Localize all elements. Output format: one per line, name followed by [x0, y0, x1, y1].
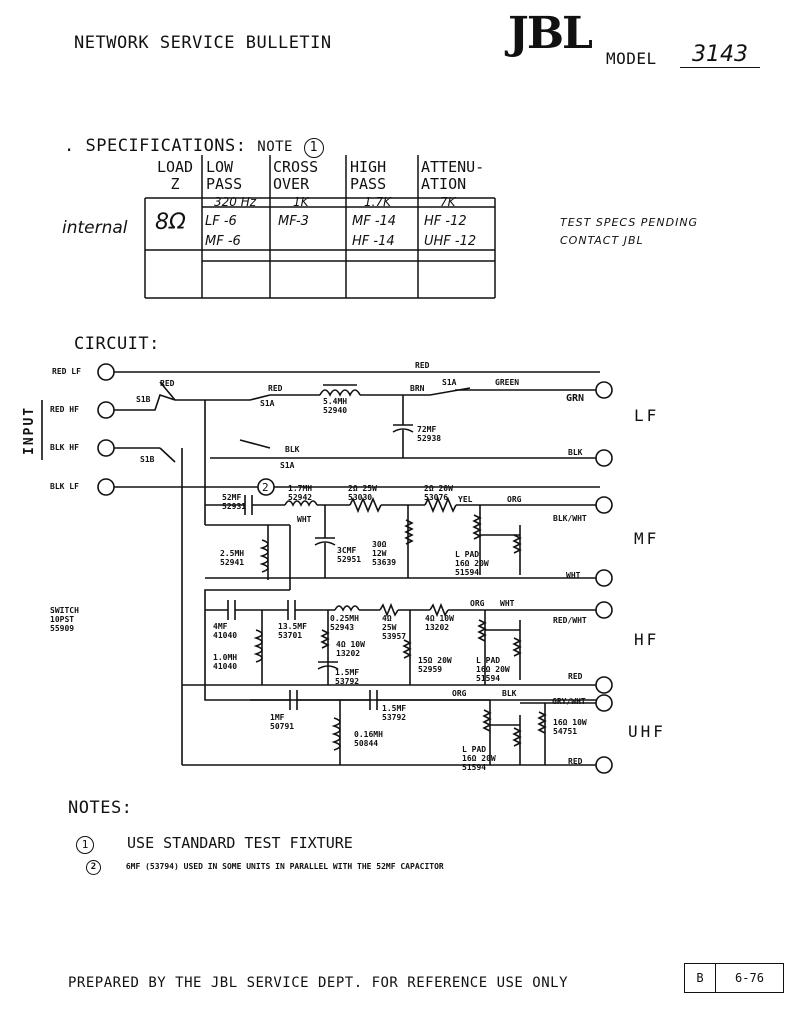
out-grn: GRN: [566, 393, 585, 404]
note-2: 2 6MF (53794) USED IN SOME UNITS IN PARA…: [86, 860, 444, 875]
note-2-text: 6MF (53794) USED IN SOME UNITS IN PARALL…: [125, 862, 444, 871]
band-mf: MF: [634, 529, 660, 548]
model-value: 3143: [680, 42, 760, 68]
specs-title-text: SPECIFICATIONS:: [85, 136, 247, 156]
switch-s1b-bottom: S1B: [140, 455, 155, 464]
switch-s1a-mid: S1A: [260, 399, 275, 408]
note-1-text: USE STANDARD TEST FIXTURE: [127, 834, 353, 852]
switch-s1a-lf: S1A: [442, 378, 457, 387]
out-red: RED: [568, 672, 583, 681]
wire-green: GREEN: [495, 378, 519, 387]
terminal-red-hf: RED HF: [50, 405, 79, 414]
col-attenuation: ATTENU-ATION: [421, 158, 485, 193]
note-1: 1 USE STANDARD TEST FIXTURE: [76, 834, 353, 854]
out-gry-wht: GRY/WHT: [552, 697, 586, 706]
row-label-internal: internal: [62, 218, 128, 238]
crossover-values: MF-3: [278, 214, 309, 229]
out-blk: BLK: [568, 448, 583, 457]
freq-high: 1.7K: [364, 195, 391, 209]
model-label: MODEL: [606, 49, 657, 68]
freq-low: 320 Hz: [214, 195, 257, 209]
wire-blk: BLK: [285, 445, 300, 454]
out-red-wht: RED/WHT: [553, 616, 587, 625]
wire-blk-uhf: BLK: [502, 689, 517, 698]
footer-box-right: 6-76: [735, 971, 764, 985]
freq-atten: 7K: [440, 195, 456, 209]
note-2-number: 2: [86, 860, 101, 875]
terminal-blk-hf: BLK HF: [50, 443, 79, 452]
band-hf: HF: [634, 630, 660, 649]
spec-table-grid: [144, 155, 496, 299]
out-wht: WHT: [566, 571, 581, 580]
notes-title: NOTES:: [68, 798, 133, 818]
note-1-number: 1: [76, 836, 94, 854]
freq-cross: 1K: [293, 195, 309, 209]
wire-red-lf: RED: [268, 384, 283, 393]
band-uhf: UHF: [628, 722, 666, 741]
wire-org-hf: ORG: [470, 599, 485, 608]
footer-box-left: B: [685, 964, 716, 992]
wire-org-uhf: ORG: [452, 689, 467, 698]
note-label: NOTE: [257, 139, 293, 155]
wire-yel: YEL: [458, 495, 473, 504]
out-red-uhf: RED: [568, 757, 583, 766]
mf-note-marker: 2: [262, 481, 269, 494]
wire-red-s1b: RED: [160, 379, 175, 388]
terminal-blk-lf: BLK LF: [50, 482, 79, 491]
out-blk-wht: BLK/WHT: [553, 514, 587, 523]
bulletin-title: NETWORK SERVICE BULLETIN: [74, 33, 332, 53]
switch-s1b-top: S1B: [136, 395, 151, 404]
wire-wht-hf: WHT: [500, 599, 515, 608]
jbl-logo: JBL: [508, 8, 593, 59]
wire-org-mf: ORG: [507, 495, 522, 504]
note-circle-1: 1: [303, 138, 324, 158]
wire-red-top: RED: [415, 361, 430, 370]
band-lf: LF: [634, 406, 660, 425]
load-value: 8Ω: [155, 210, 186, 235]
specs-title: . SPECIFICATIONS: NOTE 1: [64, 136, 324, 158]
switch-s1a-blk: S1A: [280, 461, 295, 470]
footer-text: PREPARED BY THE JBL SERVICE DEPT. FOR RE…: [68, 975, 569, 991]
circuit-title: CIRCUIT:: [74, 334, 160, 354]
terminal-red-lf: RED LF: [52, 367, 81, 376]
footer-code-box: B 6-76: [684, 963, 784, 993]
crossover-schematic: RED RED RED BRN GREEN S1A S1B S1A S1B BL…: [41, 361, 613, 774]
wire-brn-lf: BRN: [410, 384, 425, 393]
wire-wht-mf: WHT: [297, 515, 312, 524]
